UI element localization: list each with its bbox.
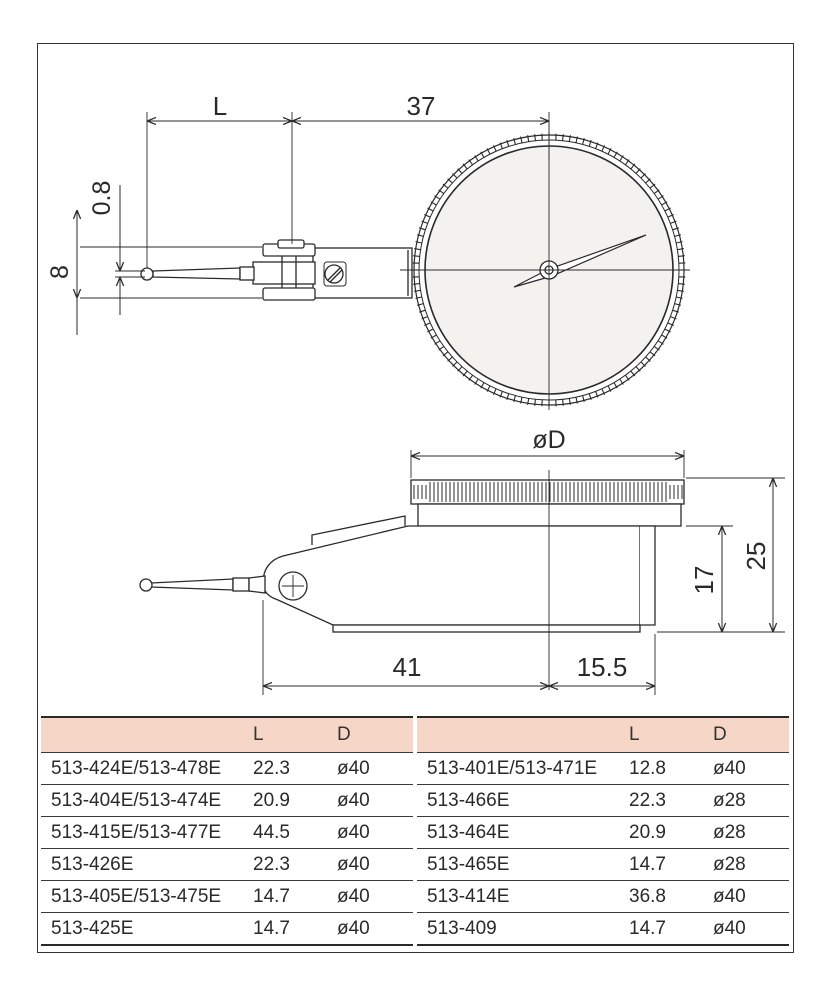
cell-l: 14.7	[629, 917, 666, 939]
dim-17-label: 17	[689, 566, 719, 595]
dim-od-label: øD	[532, 426, 565, 454]
table-row: 513-426E 22.3 ø40	[41, 848, 413, 880]
table-row: 513-414E 36.8 ø40	[417, 880, 789, 912]
cell-model: 513-414E	[427, 885, 510, 907]
cell-d: ø40	[337, 789, 370, 811]
cell-model: 513-425E	[51, 917, 134, 939]
table-row: 513-465E 14.7 ø28	[417, 848, 789, 880]
cell-l: 14.7	[253, 917, 290, 939]
dim-41-label: 41	[393, 652, 422, 682]
table-row: 513-466E 22.3 ø28	[417, 784, 789, 816]
cell-d: ø40	[337, 757, 370, 779]
cell-model: 513-465E	[427, 853, 510, 875]
table-header: L D	[417, 718, 789, 752]
dim-15-5-label: 15.5	[577, 652, 628, 682]
cell-l: 36.8	[629, 885, 666, 907]
cell-l: 22.3	[253, 757, 290, 779]
cell-model: 513-405E/513-475E	[51, 885, 222, 907]
cell-d: ø40	[713, 917, 746, 939]
cell-model: 513-409	[427, 917, 497, 939]
stylus-side	[139, 575, 266, 594]
cell-l: 20.9	[629, 821, 666, 843]
cell-d: ø40	[337, 885, 370, 907]
cell-d: ø40	[337, 821, 370, 843]
table-row: 513-405E/513-475E 14.7 ø40	[41, 880, 413, 912]
table-row: 513-404E/513-474E 20.9 ø40	[41, 784, 413, 816]
cell-l: 22.3	[253, 853, 290, 875]
header-d: D	[713, 724, 727, 745]
cell-model: 513-424E/513-478E	[51, 757, 222, 779]
spec-table-left: L D 513-424E/513-478E 22.3 ø40 513-404E/…	[41, 716, 413, 946]
stylus	[140, 266, 255, 281]
dim-l-label: L	[213, 91, 227, 121]
cell-d: ø28	[713, 853, 746, 875]
side-view	[139, 450, 785, 695]
header-l: L	[629, 724, 640, 745]
table-row: 513-425E 14.7 ø40	[41, 912, 413, 944]
cell-model: 513-401E/513-471E	[427, 757, 598, 779]
cell-l: 12.8	[629, 757, 666, 779]
body-side	[262, 515, 656, 633]
cell-d: ø40	[337, 917, 370, 939]
gauge-body	[252, 239, 413, 301]
cell-l: 14.7	[629, 853, 666, 875]
header-d: D	[337, 724, 351, 745]
cell-d: ø28	[713, 789, 746, 811]
table-row: 513-464E 20.9 ø28	[417, 816, 789, 848]
cell-model: 513-464E	[427, 821, 510, 843]
dim-0-8-label: 0.8	[88, 181, 116, 216]
cell-l: 44.5	[253, 821, 290, 843]
spec-table-right: L D 513-401E/513-471E 12.8 ø40 513-466E …	[417, 716, 789, 946]
table-header: L D	[41, 718, 413, 752]
centerlines	[400, 120, 690, 410]
top-view	[77, 112, 690, 410]
cell-d: ø40	[713, 757, 746, 779]
table-row: 513-401E/513-471E 12.8 ø40	[417, 752, 789, 784]
cell-l: 20.9	[253, 789, 290, 811]
table-row: 513-409 14.7 ø40	[417, 912, 789, 944]
header-l: L	[253, 724, 264, 745]
cell-d: ø28	[713, 821, 746, 843]
cell-d: ø40	[337, 853, 370, 875]
bezel-side	[410, 479, 685, 527]
dimension-lines	[77, 121, 549, 335]
table-row: 513-415E/513-477E 44.5 ø40	[41, 816, 413, 848]
dim-8-label: 8	[46, 265, 74, 279]
cell-d: ø40	[713, 885, 746, 907]
cell-model: 513-404E/513-474E	[51, 789, 222, 811]
cell-l: 22.3	[629, 789, 666, 811]
cell-l: 14.7	[253, 885, 290, 907]
extension-lines	[80, 112, 550, 299]
cell-model: 513-415E/513-477E	[51, 821, 222, 843]
table-row: 513-424E/513-478E 22.3 ø40	[41, 752, 413, 784]
cell-model: 513-426E	[51, 853, 134, 875]
dim-25-label: 25	[741, 542, 771, 571]
cell-model: 513-466E	[427, 789, 510, 811]
dim-37-label: 37	[407, 91, 436, 121]
side-dimension-lines	[263, 456, 773, 686]
